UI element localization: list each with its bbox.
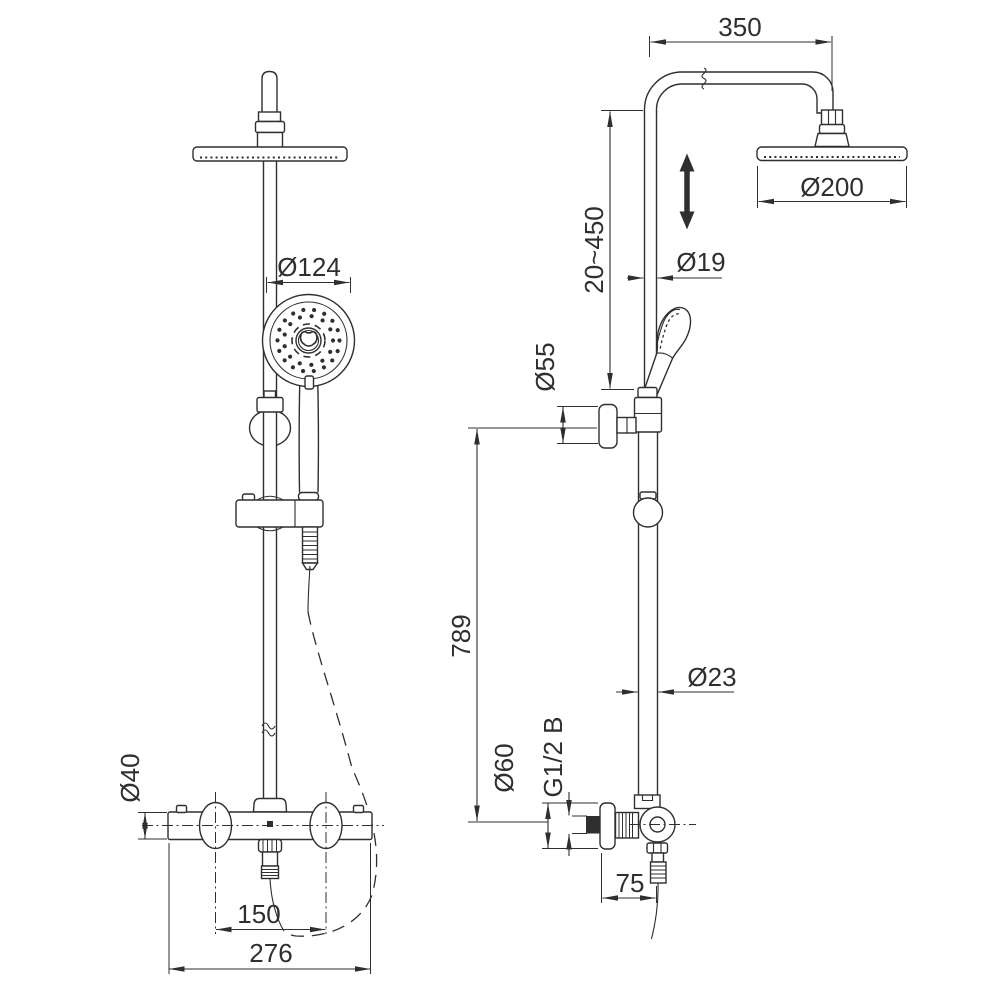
dimensions-side: 350 Ø200 20~450 Ø19 Ø55 xyxy=(446,12,907,903)
dim-valve-body-diameter: Ø40 xyxy=(115,753,167,840)
valve-side xyxy=(586,794,696,940)
dim-wall-offset-label: 75 xyxy=(616,868,645,898)
riser-pipe-upper xyxy=(643,111,658,398)
center-screw xyxy=(267,821,273,827)
dim-valve-width-label: 276 xyxy=(249,938,292,968)
front-view xyxy=(142,70,384,937)
wall-bracket xyxy=(598,403,637,449)
dim-upper-pipe-diameter: Ø19 xyxy=(627,247,726,281)
dim-height-adjust-range: 20~450 xyxy=(579,110,643,390)
hand-shower-side xyxy=(642,306,692,399)
arm-break-symbol xyxy=(701,67,707,90)
mixer-valve-front xyxy=(142,792,384,934)
dim-bracket-diameter-label: Ø55 xyxy=(530,342,560,391)
height-adjust-arrow-icon xyxy=(679,153,695,230)
dim-column-height-label: 789 xyxy=(446,614,476,657)
inlet-tab-right xyxy=(352,804,365,814)
dim-arm-length-label: 350 xyxy=(718,12,761,42)
wall-flange xyxy=(599,802,616,850)
dim-hand-shower-diameter-label: Ø124 xyxy=(277,252,341,282)
dim-hand-shower-diameter: Ø124 xyxy=(266,252,351,293)
spray-holes-outer xyxy=(275,307,342,374)
slider-bracket xyxy=(235,493,324,532)
dim-valve-width: 276 xyxy=(168,843,371,974)
riser-pipe-lower xyxy=(637,430,659,796)
spray-holes-inner xyxy=(281,313,336,368)
ball-joint xyxy=(814,109,850,148)
hand-shower-face xyxy=(261,293,356,390)
pipe-break-symbol xyxy=(261,722,276,737)
dim-inlet-thread: G1/2 B xyxy=(538,717,587,856)
outlet-knurl-nut xyxy=(257,838,283,853)
inlet-tab-left xyxy=(175,804,188,814)
slider-knob-side xyxy=(632,491,664,528)
dim-head-diameter-label: Ø200 xyxy=(800,172,864,202)
dim-upper-pipe-diameter-label: Ø19 xyxy=(676,247,725,277)
dim-inlet-thread-label: G1/2 B xyxy=(538,717,568,798)
outlet-hose xyxy=(646,842,669,940)
dim-bracket-diameter: Ø55 xyxy=(530,342,598,444)
hand-shower-handle xyxy=(297,371,320,502)
dim-column-height: 789 xyxy=(446,427,597,823)
dim-inlet-spacing-label: 150 xyxy=(237,899,280,929)
dim-flange-diameter-label: Ø60 xyxy=(489,743,519,792)
dim-valve-body-diameter-label: Ø40 xyxy=(115,753,145,802)
slide-rail-pipe xyxy=(262,155,278,803)
face-notch xyxy=(304,375,315,390)
shower-arm xyxy=(643,71,834,114)
dim-head-diameter: Ø200 xyxy=(757,166,907,208)
holder-joint xyxy=(633,386,663,433)
dim-height-adjust-range-label: 20~450 xyxy=(579,206,609,293)
mode-ring-dashed xyxy=(291,323,326,358)
dimensions-front: Ø124 Ø40 150 276 xyxy=(115,252,371,974)
side-view xyxy=(586,67,908,940)
rail-joint xyxy=(256,390,284,413)
dim-inlet-spacing: 150 xyxy=(216,899,326,933)
wall-supply-stub xyxy=(586,816,600,834)
dim-arm-length: 350 xyxy=(649,12,833,91)
dim-lower-pipe-diameter-label: Ø23 xyxy=(687,662,736,692)
dim-wall-offset: 75 xyxy=(601,853,657,903)
dim-lower-pipe-diameter: Ø23 xyxy=(616,662,737,695)
hand-shower-hose xyxy=(269,526,378,937)
brand-logo-icon xyxy=(299,330,318,347)
dim-flange-diameter: Ø60 xyxy=(489,743,598,849)
rain-head-side xyxy=(756,146,908,162)
rain-head-front xyxy=(192,146,348,162)
top-inlet-stub xyxy=(254,70,286,149)
